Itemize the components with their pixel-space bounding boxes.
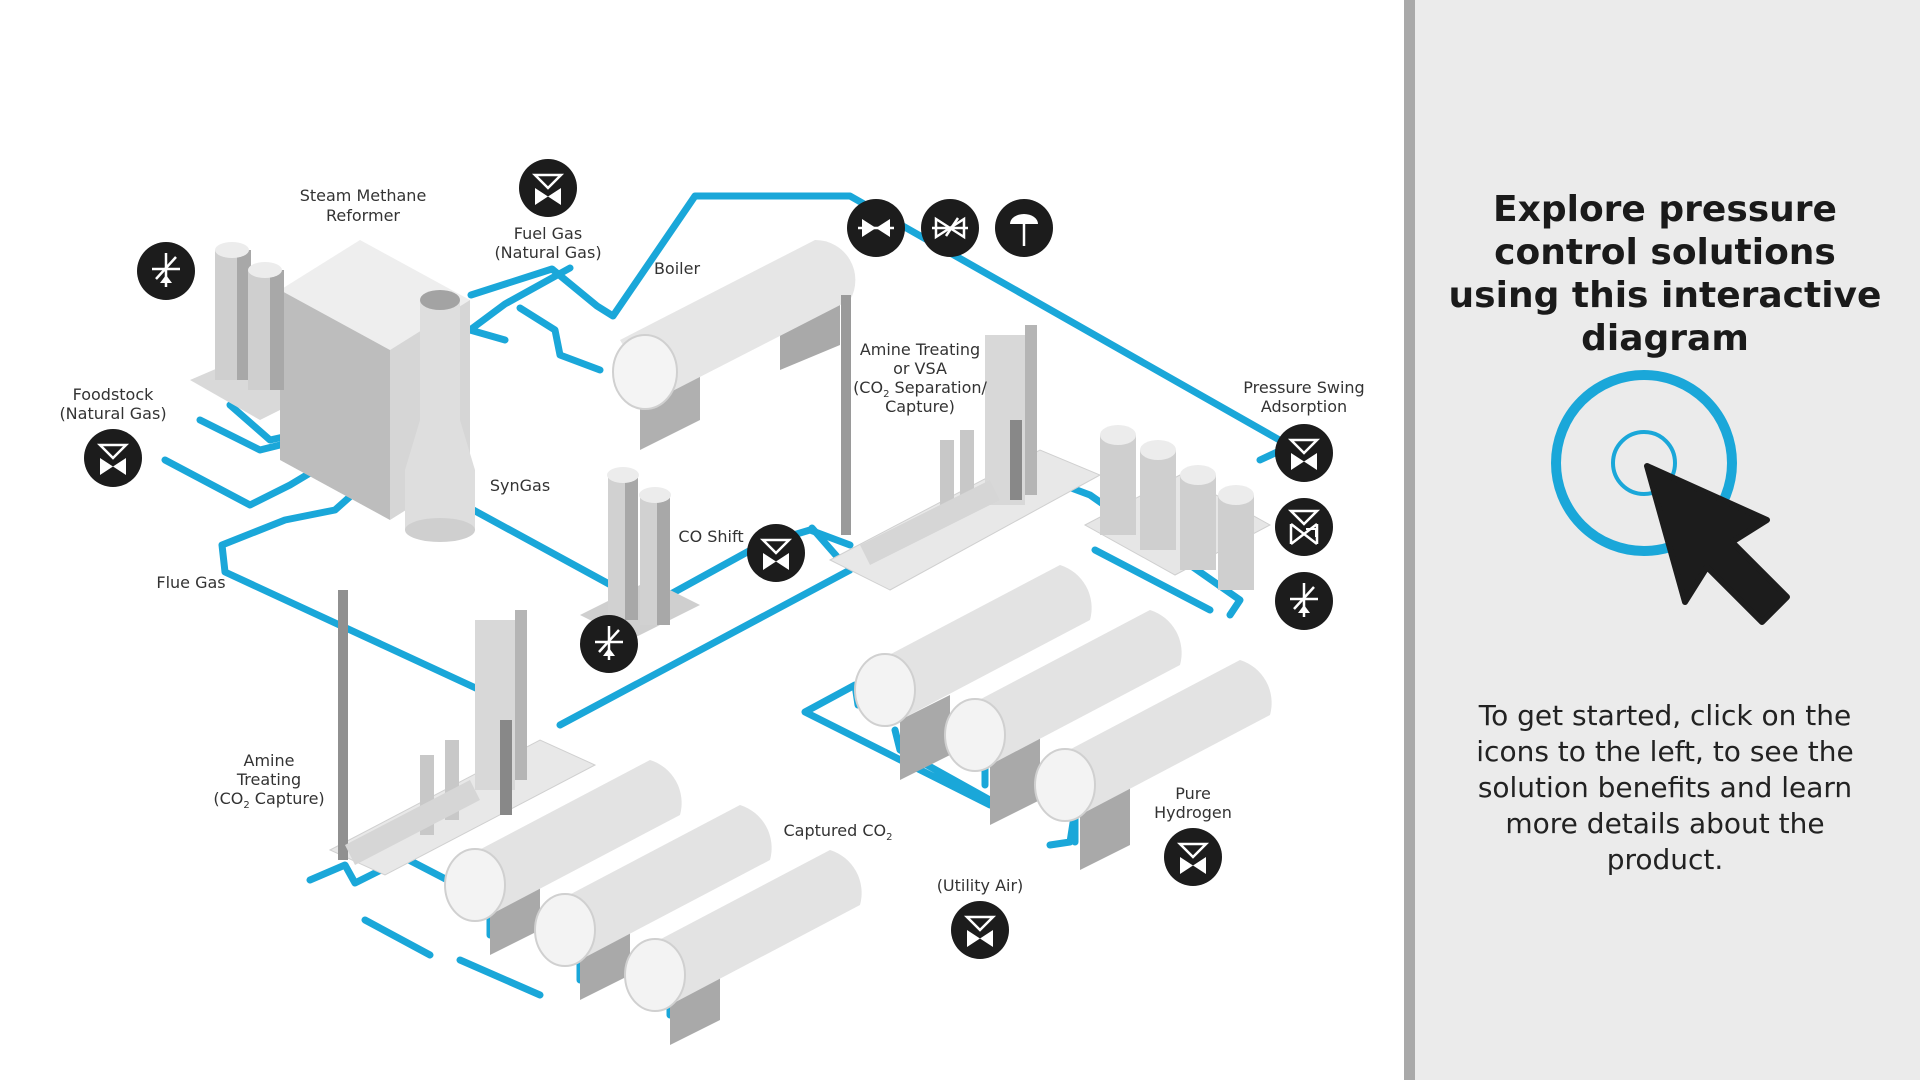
label-steam-methane-reformer: Steam Methane <box>300 186 427 205</box>
co-shift-relief-valve-button[interactable] <box>580 615 638 673</box>
co-shift-regulator-button[interactable] <box>747 524 805 582</box>
label-amine-capture-line2: Treating <box>236 770 301 789</box>
label-pressure-swing-adsorption: Pressure Swing <box>1243 378 1364 397</box>
diagram-canvas: Steam Methane Reformer Fuel Gas (Natural… <box>0 0 1404 1080</box>
reformer-relief-valve-button[interactable] <box>137 242 195 300</box>
label-amine-vsa: Amine Treating <box>860 340 980 359</box>
label-amine-vsa-line2: or VSA <box>893 359 947 378</box>
label-captured-co2: Captured CO2 <box>784 821 893 843</box>
fuel-gas-regulator-button[interactable] <box>519 159 577 217</box>
label-foodstock: Foodstock <box>73 385 155 404</box>
needle-valve-button[interactable] <box>847 199 905 257</box>
label-fuel-gas-line2: (Natural Gas) <box>494 243 601 262</box>
utility-air-regulator-button[interactable] <box>951 901 1009 959</box>
pipe-syngas <box>455 500 620 590</box>
label-boiler: Boiler <box>654 259 701 278</box>
label-pure-hydrogen-line2: Hydrogen <box>1154 803 1232 822</box>
label-utility-air: (Utility Air) <box>937 876 1024 895</box>
label-flue-gas: Flue Gas <box>156 573 225 592</box>
pressure-swing-adsorption-unit <box>1085 425 1270 590</box>
click-pointer-icon <box>1535 370 1835 670</box>
process-diagram: Steam Methane Reformer Fuel Gas (Natural… <box>0 0 1404 1080</box>
label-syngas: SynGas <box>490 476 550 495</box>
panel-heading: Explore pressure control solutions using… <box>1435 188 1895 360</box>
check-valve-button[interactable] <box>921 199 979 257</box>
amine-vsa-skid <box>830 325 1100 590</box>
label-pure-hydrogen: Pure <box>1175 784 1211 803</box>
info-panel: Explore pressure control solutions using… <box>1404 0 1920 1080</box>
psa-back-pressure-button[interactable] <box>1275 498 1333 556</box>
label-amine-capture: Amine <box>244 751 295 770</box>
pure-hydrogen-regulator-button[interactable] <box>1164 828 1222 886</box>
label-amine-vsa-line4: Capture) <box>885 397 955 416</box>
label-co-shift: CO Shift <box>678 527 743 546</box>
psa-regulator-button[interactable] <box>1275 424 1333 482</box>
co-shift-reactor <box>580 467 700 640</box>
label-pressure-swing-adsorption-line2: Adsorption <box>1261 397 1347 416</box>
gauge-button[interactable] <box>995 199 1053 257</box>
panel-instructions: To get started, click on the icons to th… <box>1445 698 1885 878</box>
pipe-boiler-link <box>520 308 600 370</box>
label-steam-methane-reformer-line2: Reformer <box>326 206 400 225</box>
foodstock-regulator-button[interactable] <box>84 429 142 487</box>
label-amine-capture-line3: (CO2 Capture) <box>213 789 324 811</box>
psa-relief-valve-button[interactable] <box>1275 572 1333 630</box>
label-foodstock-line2: (Natural Gas) <box>59 404 166 423</box>
label-fuel-gas: Fuel Gas <box>514 224 582 243</box>
